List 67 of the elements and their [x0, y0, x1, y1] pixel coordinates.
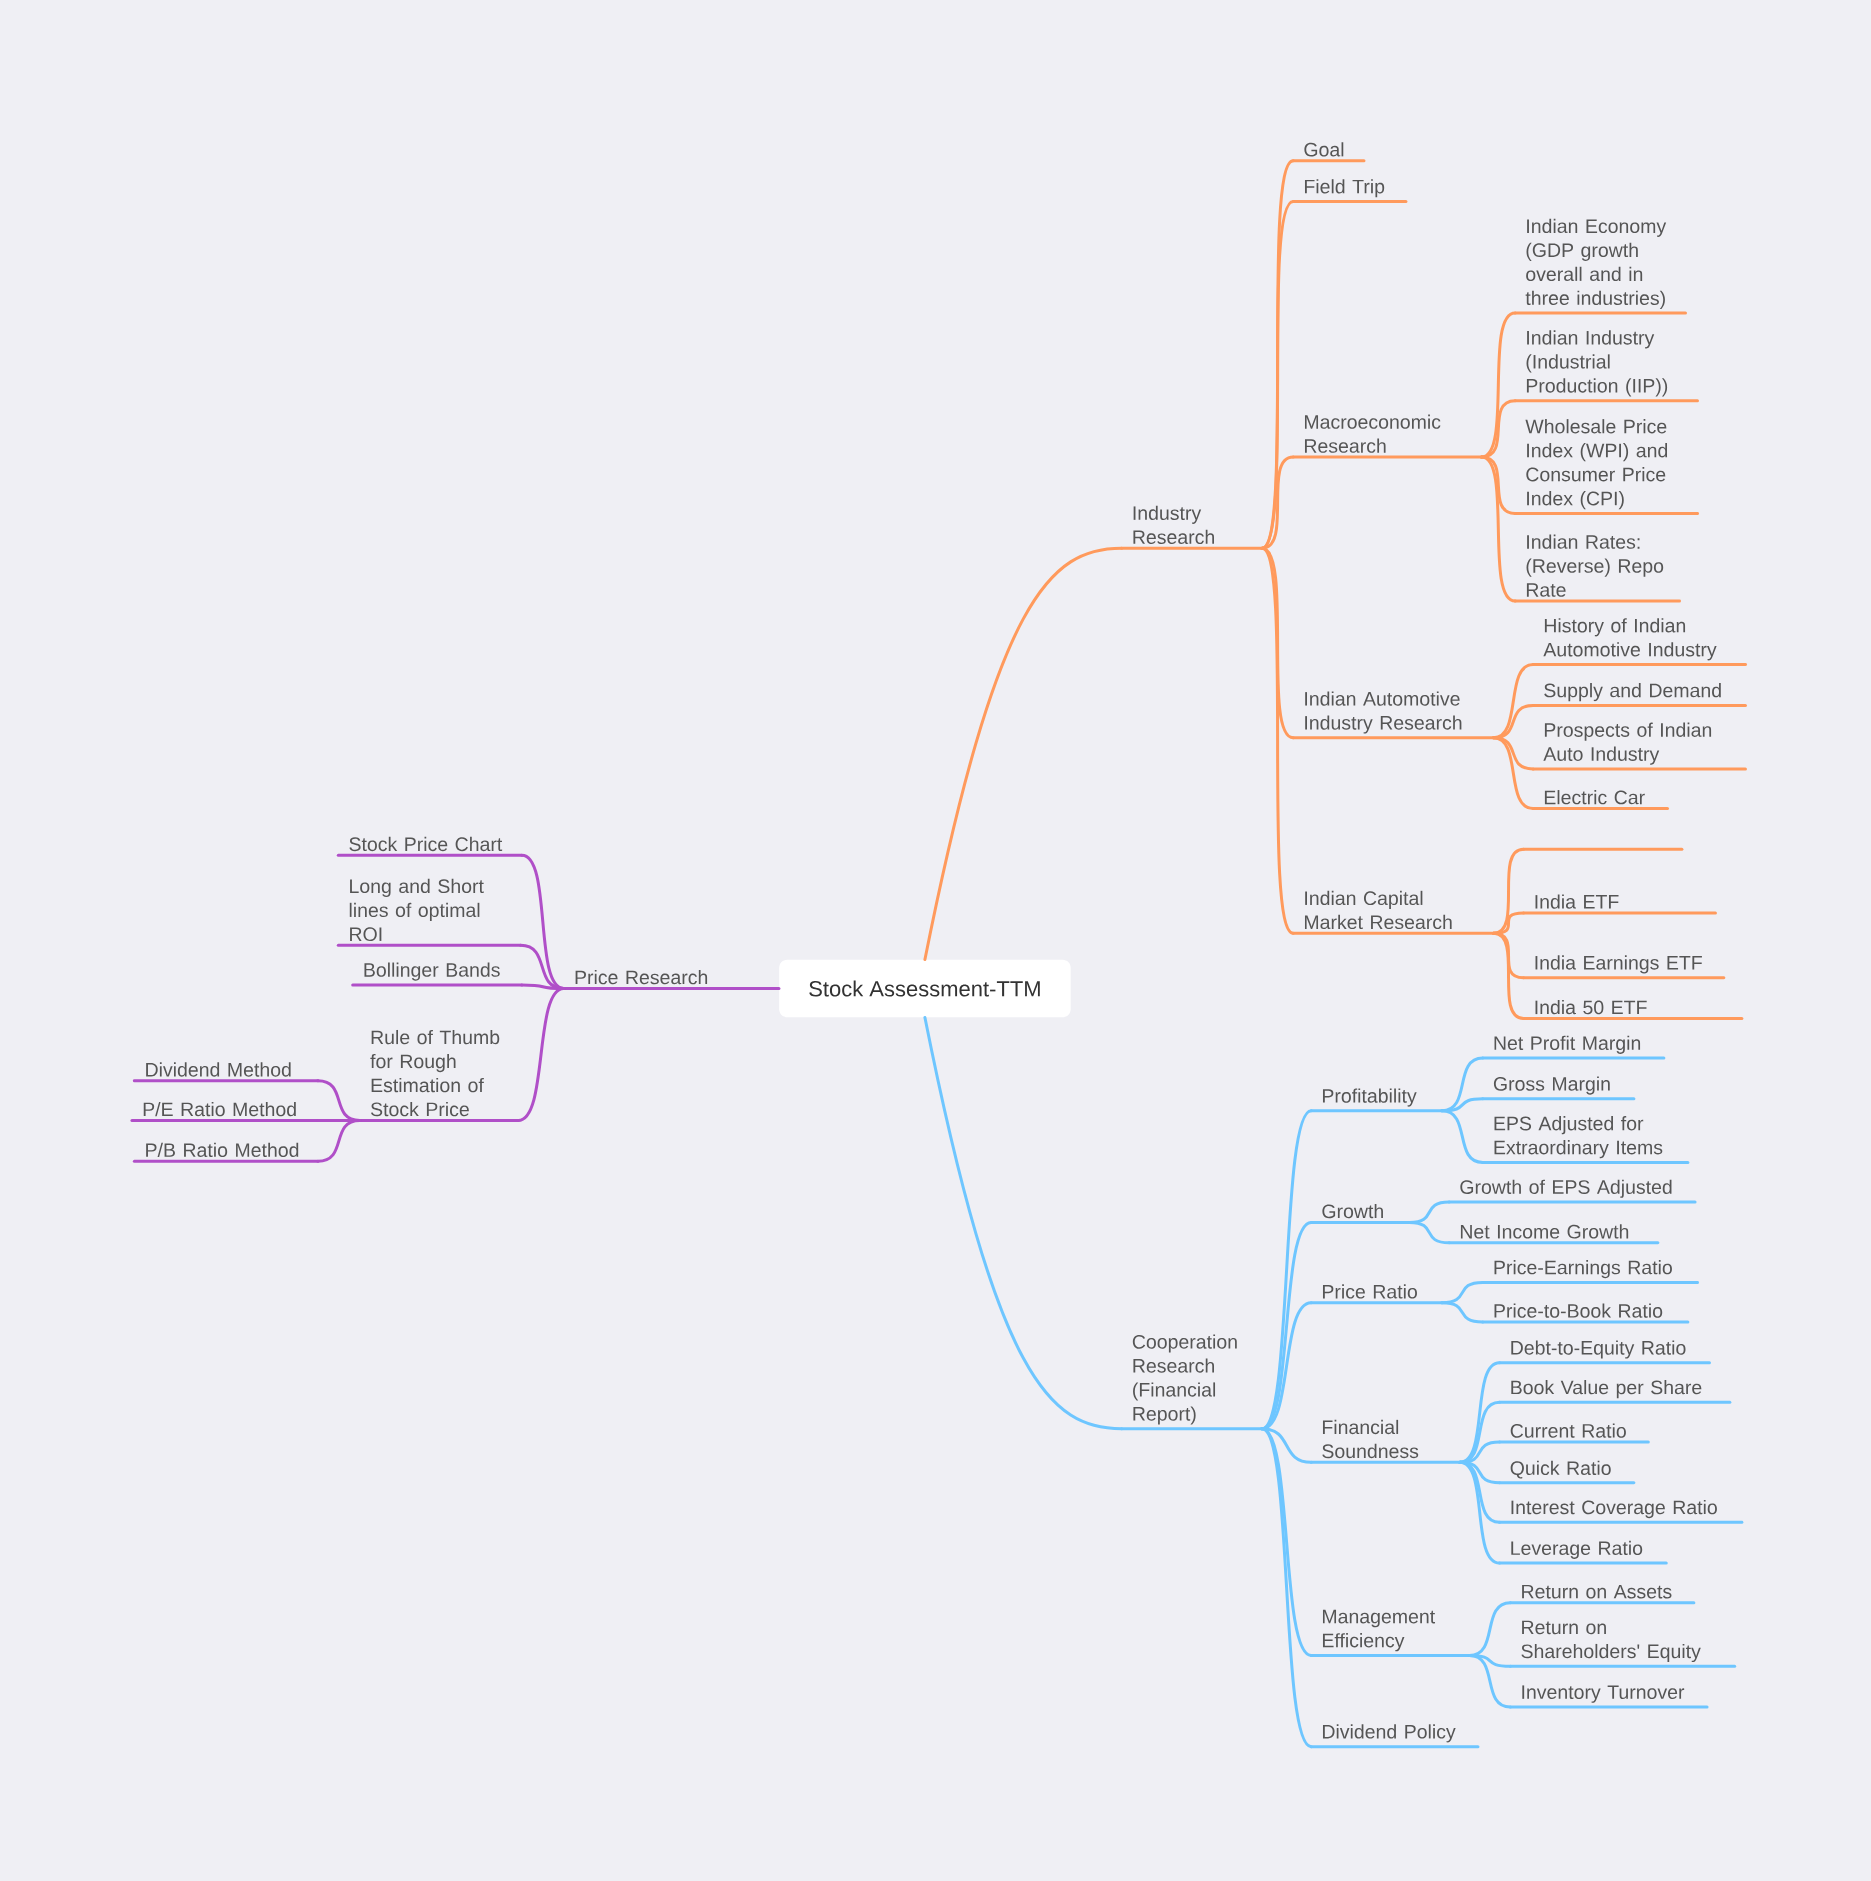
topic-label: Growth of EPS Adjusted	[1447, 1179, 1697, 1204]
branch-line	[1260, 1427, 1313, 1749]
topic-label: Long and Short lines of optimal ROI	[336, 878, 522, 947]
topic-label: P/E Ratio Method	[130, 1101, 320, 1122]
topic-label: Debt-to-Equity Ratio	[1497, 1340, 1711, 1365]
topic-label: Price-Earnings Ratio	[1481, 1260, 1699, 1284]
topic-label: Stock Price Chart	[336, 836, 524, 857]
topic-label: Net Income Growth	[1447, 1224, 1660, 1245]
topic-label: Interest Coverage Ratio	[1497, 1499, 1744, 1524]
topic-label: Goal	[1291, 142, 1366, 163]
topic-label: Wholesale Price Index (WPI) and Consumer Price Index (CPI)	[1513, 419, 1699, 515]
branch-line	[1260, 1427, 1313, 1464]
topic-label: Rule of Thumb for Rough Estimation of Stock Price	[358, 1029, 520, 1122]
topic-label: Book Value per Share	[1497, 1380, 1732, 1404]
topic-label: Net Profit Margin	[1481, 1035, 1666, 1060]
topic-label: Price Ratio	[1309, 1284, 1444, 1305]
topic-label: Financial Soundness	[1309, 1419, 1462, 1464]
topic-label: Bollinger Bands	[351, 962, 524, 987]
topic-label: Indian Economy (GDP growth overall and in three industries)	[1513, 218, 1687, 315]
topic-label: Industry Research	[1119, 505, 1264, 550]
topic-label: Dividend Policy	[1309, 1724, 1480, 1749]
branch-line	[1479, 399, 1517, 459]
central-topic-box: Stock Assessment-TTM	[778, 959, 1071, 1018]
topic-label: Price-to-Book Ratio	[1481, 1303, 1690, 1324]
branch-line	[1479, 455, 1517, 603]
branch-line	[1440, 1301, 1485, 1324]
branch-line	[726, 987, 781, 990]
topic-label: Gross Margin	[1481, 1076, 1636, 1101]
topic-label: Macroeconomic Research	[1291, 414, 1483, 459]
topic-label: P/B Ratio Method	[132, 1142, 320, 1163]
topic-label: Leverage Ratio	[1497, 1540, 1668, 1565]
branch-line	[516, 987, 566, 1122]
branch-line	[1440, 1109, 1485, 1164]
branch-line	[923, 546, 1123, 961]
branch-line	[1491, 736, 1535, 811]
topic-label: India Earnings ETF	[1521, 955, 1726, 980]
topic-label: EPS Adjusted for Extraordinary Items	[1481, 1116, 1690, 1164]
topic-label: Management Efficiency	[1309, 1609, 1471, 1657]
topic-label: Current Ratio	[1497, 1423, 1650, 1444]
topic-label: Cooperation Research (Financial Report)	[1119, 1334, 1264, 1431]
branch-line	[1440, 1097, 1485, 1113]
topic-label: Return on Assets	[1508, 1584, 1696, 1605]
branch-line	[316, 1118, 362, 1163]
branch-line	[1467, 1654, 1512, 1709]
topic-label: Indian Rates: (Reverse) Repo Rate	[1513, 534, 1681, 603]
branch-line	[1491, 931, 1525, 1020]
topic-label: Prospects of Indian Auto Industry	[1531, 722, 1747, 771]
topic-label: Supply and Demand	[1531, 683, 1747, 707]
topic-label: Profitability	[1309, 1088, 1444, 1113]
topic-label: Electric Car	[1531, 790, 1669, 811]
branch-line	[1458, 1460, 1501, 1565]
topic-label: History of Indian Automotive Industry	[1531, 618, 1747, 667]
topic-label: Quick Ratio	[1497, 1460, 1636, 1485]
topic-label: Return on Shareholders' Equity	[1508, 1620, 1736, 1668]
branch-line	[923, 1016, 1123, 1431]
topic-label: Growth	[1309, 1203, 1411, 1224]
branch-line	[1260, 546, 1295, 935]
branch-line	[1407, 1220, 1451, 1245]
topic-label: Indian Automotive Industry Research	[1291, 691, 1495, 740]
topic-label: Inventory Turnover	[1508, 1685, 1709, 1709]
topic-label: India ETF	[1521, 894, 1717, 915]
topic-label: India 50 ETF	[1521, 1000, 1744, 1020]
topic-label: Field Trip	[1291, 179, 1408, 204]
topic-label: Dividend Method	[132, 1062, 320, 1083]
topic-label: Price Research	[562, 970, 730, 990]
topic-label: Indian Capital Market Research	[1291, 890, 1495, 935]
topic-label: Indian Industry (Industrial Production (IIP))	[1513, 330, 1699, 403]
